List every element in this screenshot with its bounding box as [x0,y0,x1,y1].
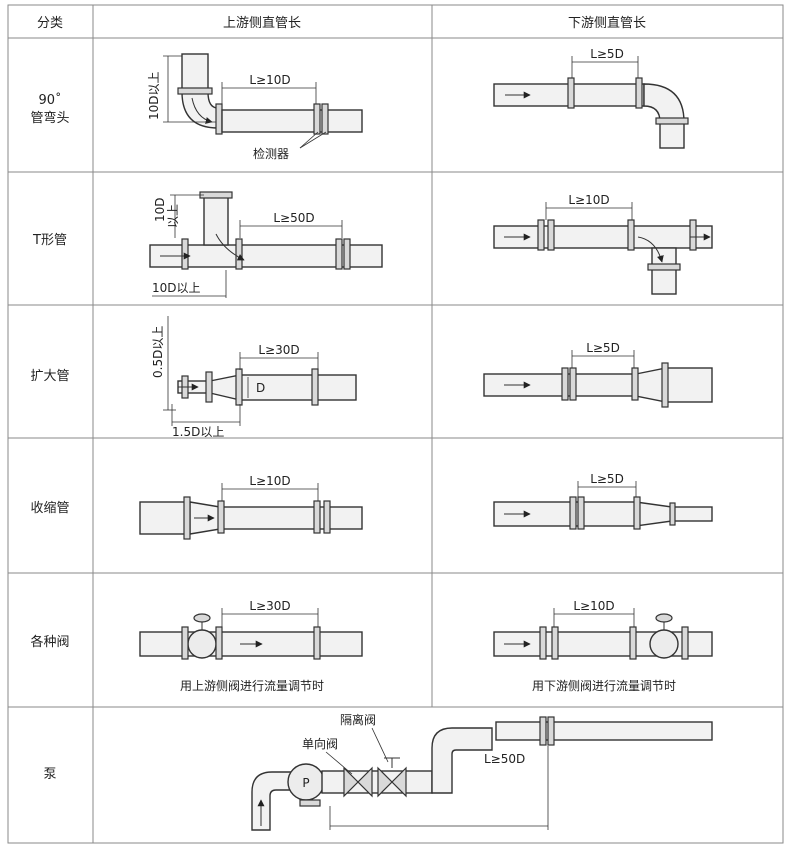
expander-down-length: L≥5D [586,341,620,355]
header-upstream: 上游侧直管长 [223,16,301,31]
elbow-downstream-diagram: L≥5D [493,47,689,149]
valve-upstream-diagram: L≥30D 用上游侧阀进行流量调节时 [139,599,363,693]
header-downstream: 下游侧直管长 [568,16,646,31]
expander-up-length: L≥30D [258,343,299,357]
reducer-up-length: L≥10D [249,474,290,488]
pump-length: L≥50D [484,752,525,766]
reducer-downstream-diagram: L≥5D [493,472,713,530]
pump-isolation-label: 隔离阀 [340,712,376,727]
category-pump: 泵 [43,767,56,782]
expander-up-side: 0.5D以上 [151,326,165,378]
reducer-down-length: L≥5D [590,472,624,486]
tee-up-side-2: 以上 [166,204,180,228]
header-category: 分类 [37,16,63,31]
valve-down-note: 用下游侧阀进行流量调节时 [532,679,676,693]
table-grid [7,4,784,844]
elbow-upstream-diagram: L≥10D 10D以上 检测器 [147,53,363,161]
valve-up-length: L≥30D [249,599,290,613]
pump-check-label: 单向阀 [302,736,338,751]
tee-up-length: L≥50D [273,211,314,225]
elbow-up-length: L≥10D [249,73,290,87]
pump-label: P [302,776,309,790]
check-valve-icon [343,766,373,798]
pump-diagram: P 隔离阀 单向阀 L≥50D [251,712,713,831]
category-valve: 各种阀 [30,634,69,650]
valve-up-note: 用上游侧阀进行流量调节时 [180,679,324,693]
tee-up-bottom: 10D以上 [152,281,201,295]
expander-diameter: D [256,381,265,395]
elbow-up-side: 10D以上 [147,71,161,120]
category-elbow-line2: 管弯头 [30,110,69,126]
elbow-up-detector: 检测器 [253,146,289,161]
elbow-down-length: L≥5D [590,47,624,61]
expander-upstream-diagram: D L≥30D 0.5D以上 1.5D以上 [151,316,357,439]
tee-upstream-diagram: L≥50D 10D 以上 10D以上 [149,191,383,298]
expander-up-bottom: 1.5D以上 [172,425,224,439]
reducer-upstream-diagram: L≥10D [139,474,363,540]
valve-down-length: L≥10D [573,599,614,613]
category-tee: T形管 [32,233,67,248]
expander-downstream-diagram: L≥5D [483,341,713,408]
category-expander: 扩大管 [30,369,69,384]
category-reducer: 收缩管 [30,500,69,516]
category-elbow-line1: 90˚ [38,92,61,108]
tee-down-length: L≥10D [568,193,609,207]
tee-up-side-1: 10D [153,197,167,222]
valve-downstream-diagram: L≥10D 用下游侧阀进行流量调节时 [493,599,713,693]
tee-downstream-diagram: L≥10D [493,193,713,295]
isolation-valve-icon [377,757,407,798]
